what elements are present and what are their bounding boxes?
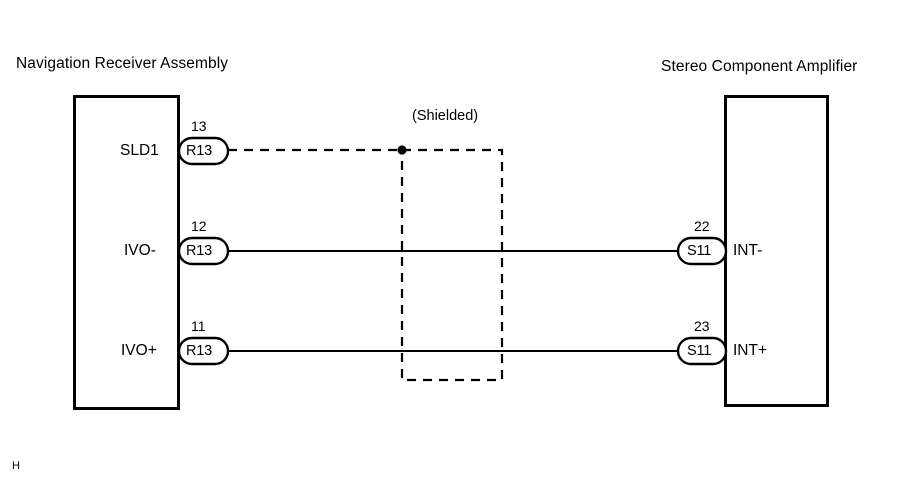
connector-code-sld1: R13 (186, 143, 212, 159)
signal-label-int-plus: INT+ (733, 342, 768, 359)
terminal-oval-int-plus (676, 336, 728, 366)
connector-code-int-minus: S11 (687, 243, 712, 259)
terminal-oval-sld1 (177, 136, 230, 166)
signal-label-int-minus: INT- (733, 242, 763, 259)
right-module-title: Stereo Component Amplifier (661, 58, 858, 75)
terminal-oval-ivo-minus (177, 236, 230, 266)
terminal-oval-ivo-plus (177, 336, 230, 366)
pin-number-ivo-minus: 12 (191, 218, 207, 234)
left-module-title: Navigation Receiver Assembly (16, 55, 229, 72)
signal-label-ivo-minus: IVO- (124, 242, 156, 259)
terminal-oval-int-minus (676, 236, 728, 266)
page-mark: H (12, 460, 20, 472)
shield-label: (Shielded) (412, 108, 479, 124)
signal-label-ivo-plus: IVO+ (121, 342, 157, 359)
signal-label-sld1: SLD1 (120, 142, 159, 159)
connector-code-ivo-minus: R13 (186, 243, 212, 259)
right-module-box (724, 95, 829, 407)
left-module-box (73, 95, 180, 410)
shield-boundary (400, 148, 504, 382)
connector-code-int-plus: S11 (687, 343, 712, 359)
pin-number-int-minus: 22 (694, 218, 710, 234)
connector-code-ivo-plus: R13 (186, 343, 212, 359)
pin-number-sld1: 13 (191, 118, 207, 134)
pin-number-ivo-plus: 11 (191, 318, 206, 334)
shield-junction-dot (397, 145, 407, 155)
pin-number-int-plus: 23 (694, 318, 710, 334)
